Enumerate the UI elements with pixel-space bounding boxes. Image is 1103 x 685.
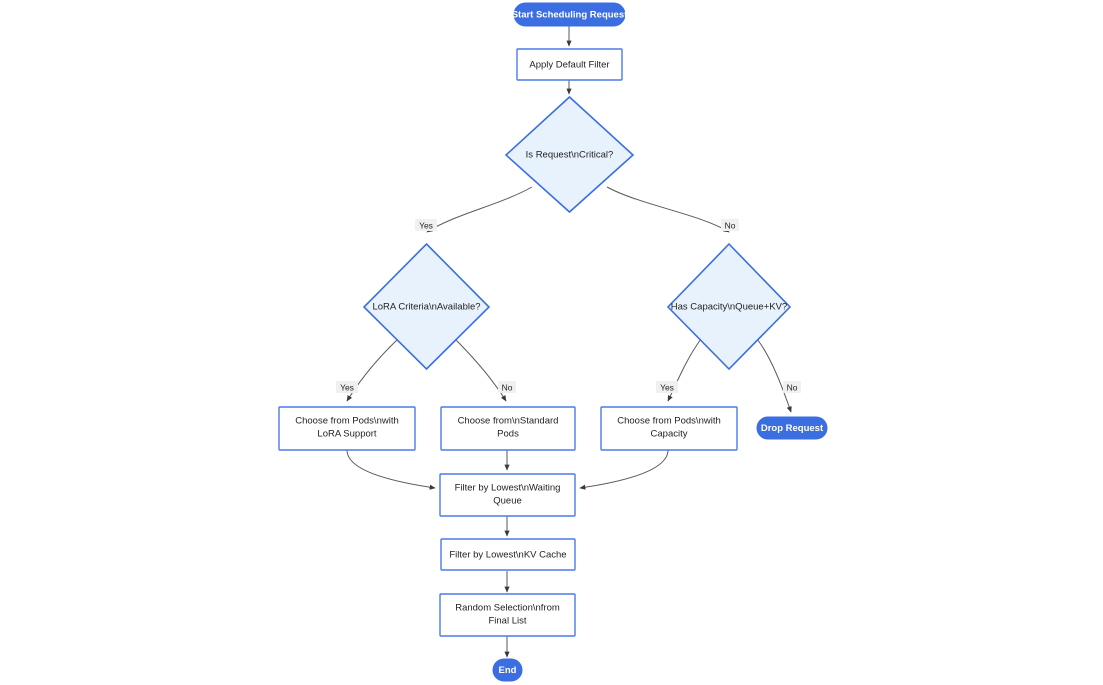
node-choose-pods-capacity-label-line2: Capacity [651,429,688,440]
node-filter-lowest-kv-cache[interactable]: Filter by Lowest\nKV Cache [440,538,576,571]
node-filter-lowest-waiting-queue-label-line1: Filter by Lowest\nWaiting [455,483,561,494]
edge-label-capacity-no: No [783,381,801,393]
node-choose-standard-pods[interactable]: Choose from\nStandard Pods [440,406,576,451]
edge-label-critical-no-text: No [725,220,736,230]
node-lora-criteria-available[interactable]: LoRA Criteria\nAvailable? [362,242,491,371]
node-start-scheduling-request-label: Start Scheduling Request [512,10,628,21]
edge-critical-yes-to-lora [426,186,533,233]
edge-lora-no-to-choose-standard-pods [454,338,507,402]
node-drop-request[interactable]: Drop Request [756,416,828,440]
node-drop-request-label: Drop Request [761,423,824,434]
node-end-label: End [499,665,517,676]
node-lora-criteria-available-label: LoRA Criteria\nAvailable? [372,302,480,313]
edge-label-critical-yes-text: Yes [419,220,433,230]
edge-label-critical-yes: Yes [415,219,437,231]
edge-label-capacity-no-text: No [787,382,798,392]
node-filter-lowest-kv-cache-label: Filter by Lowest\nKV Cache [449,550,566,561]
node-filter-lowest-waiting-queue[interactable]: Filter by Lowest\nWaiting Queue [439,473,576,517]
node-choose-pods-capacity[interactable]: Choose from Pods\nwith Capacity [600,406,738,451]
edge-label-lora-yes: Yes [336,381,358,393]
edge-lora-yes-to-choose-lora-pods [346,338,399,402]
node-choose-pods-lora-support-label-line1: Choose from Pods\nwith [295,416,399,427]
node-end[interactable]: End [492,658,523,682]
node-choose-pods-lora-support-label-line2: LoRA Support [317,429,377,440]
node-has-capacity-queue-kv[interactable]: Has Capacity\nQueue+KV? [666,242,792,371]
node-has-capacity-queue-kv-label: Has Capacity\nQueue+KV? [671,302,787,313]
edge-label-capacity-yes: Yes [656,381,678,393]
edge-choose-lora-pods-to-filter-queue [346,449,436,490]
node-choose-standard-pods-label-line2: Pods [497,429,519,440]
edge-label-lora-no: No [498,381,516,393]
node-choose-standard-pods-label-line1: Choose from\nStandard [458,416,559,427]
node-layer: Start Scheduling Request Apply Default F… [278,2,828,682]
edge-capacity-no-to-drop-request [756,338,792,413]
node-start-scheduling-request[interactable]: Start Scheduling Request [512,2,628,27]
edge-label-lora-yes-text: Yes [340,382,354,392]
edge-layer [346,26,792,658]
edge-critical-no-to-capacity [606,186,730,233]
node-apply-default-filter[interactable]: Apply Default Filter [516,48,623,81]
node-random-selection-final-list-label-line2: Final List [488,616,526,627]
edge-label-layer: Yes No Yes No Yes No [336,219,801,393]
node-is-request-critical-label: Is Request\nCritical? [526,150,614,161]
edge-choose-capacity-pods-to-filter-queue [579,449,669,490]
node-filter-lowest-waiting-queue-label-line2: Queue [493,496,522,507]
node-random-selection-final-list[interactable]: Random Selection\nfrom Final List [439,593,576,637]
edge-label-capacity-yes-text: Yes [660,382,674,392]
node-is-request-critical[interactable]: Is Request\nCritical? [504,95,635,214]
edge-label-critical-no: No [721,219,739,231]
node-random-selection-final-list-label-line1: Random Selection\nfrom [455,603,560,614]
edge-capacity-yes-to-choose-capacity-pods [667,338,702,402]
node-choose-pods-capacity-label-line1: Choose from Pods\nwith [617,416,721,427]
edge-label-lora-no-text: No [502,382,513,392]
node-choose-pods-lora-support[interactable]: Choose from Pods\nwith LoRA Support [278,406,416,451]
node-apply-default-filter-label: Apply Default Filter [529,60,609,71]
